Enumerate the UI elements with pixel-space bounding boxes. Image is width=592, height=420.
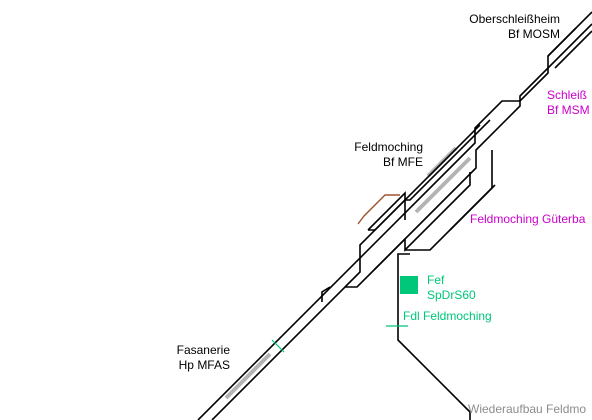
- freight-branch-track: [397, 253, 471, 420]
- platform-fasanerie: [224, 352, 272, 400]
- main-track-west: [197, 27, 577, 420]
- fdl-name: Fdl Feldmoching: [403, 309, 492, 323]
- feldmoching-gueterbahnhof-name: Feldmoching Güterba: [470, 212, 586, 226]
- branch-track-south: [547, 11, 592, 57]
- fasanerie-tick: [271, 339, 285, 353]
- label-schleissheim: Schleiß Bf MSM: [547, 88, 590, 118]
- label-feldmoching: Feldmoching Bf MFE: [330, 140, 423, 170]
- feldmoching-code: Bf MFE: [382, 155, 423, 169]
- connector-track: [321, 286, 331, 302]
- label-oberschleissheim: Oberschleißheim Bf MOSM: [420, 12, 560, 42]
- schleissheim-code: Bf MSM: [547, 103, 590, 117]
- fasanerie-name: Fasanerie: [176, 343, 230, 357]
- oberschleissheim-name: Oberschleißheim: [469, 12, 560, 26]
- wiederaufbau-text: Wiederaufbau Feldmo: [468, 402, 587, 416]
- label-fef: Fef SpDrS60: [427, 273, 476, 303]
- oberschleissheim-code: Bf MOSM: [507, 27, 560, 41]
- brown-track: [357, 194, 400, 225]
- platform-feldmoching-lower: [414, 156, 472, 214]
- branch-track-north: [554, 30, 592, 69]
- siding-track-3: [367, 191, 406, 231]
- feldmoching-name: Feldmoching: [354, 140, 423, 154]
- schleissheim-name: Schleiß: [547, 88, 588, 102]
- fasanerie-code: Hp MFAS: [178, 358, 230, 372]
- siding-track-6: [449, 184, 496, 231]
- label-wiederaufbau: Wiederaufbau Feldmo: [468, 402, 586, 417]
- label-fdl: Fdl Feldmoching: [403, 309, 492, 324]
- fef-signal-box: [400, 276, 418, 294]
- fef-name: Fef: [427, 273, 445, 287]
- fef-code: SpDrS60: [427, 288, 476, 302]
- siding-track-2: [368, 124, 481, 231]
- main-track-east: [211, 23, 592, 420]
- label-fasanerie: Fasanerie Hp MFAS: [150, 343, 230, 373]
- tracks: [197, 11, 592, 420]
- label-feldmoching-gueterbahnhof: Feldmoching Güterba: [470, 212, 585, 227]
